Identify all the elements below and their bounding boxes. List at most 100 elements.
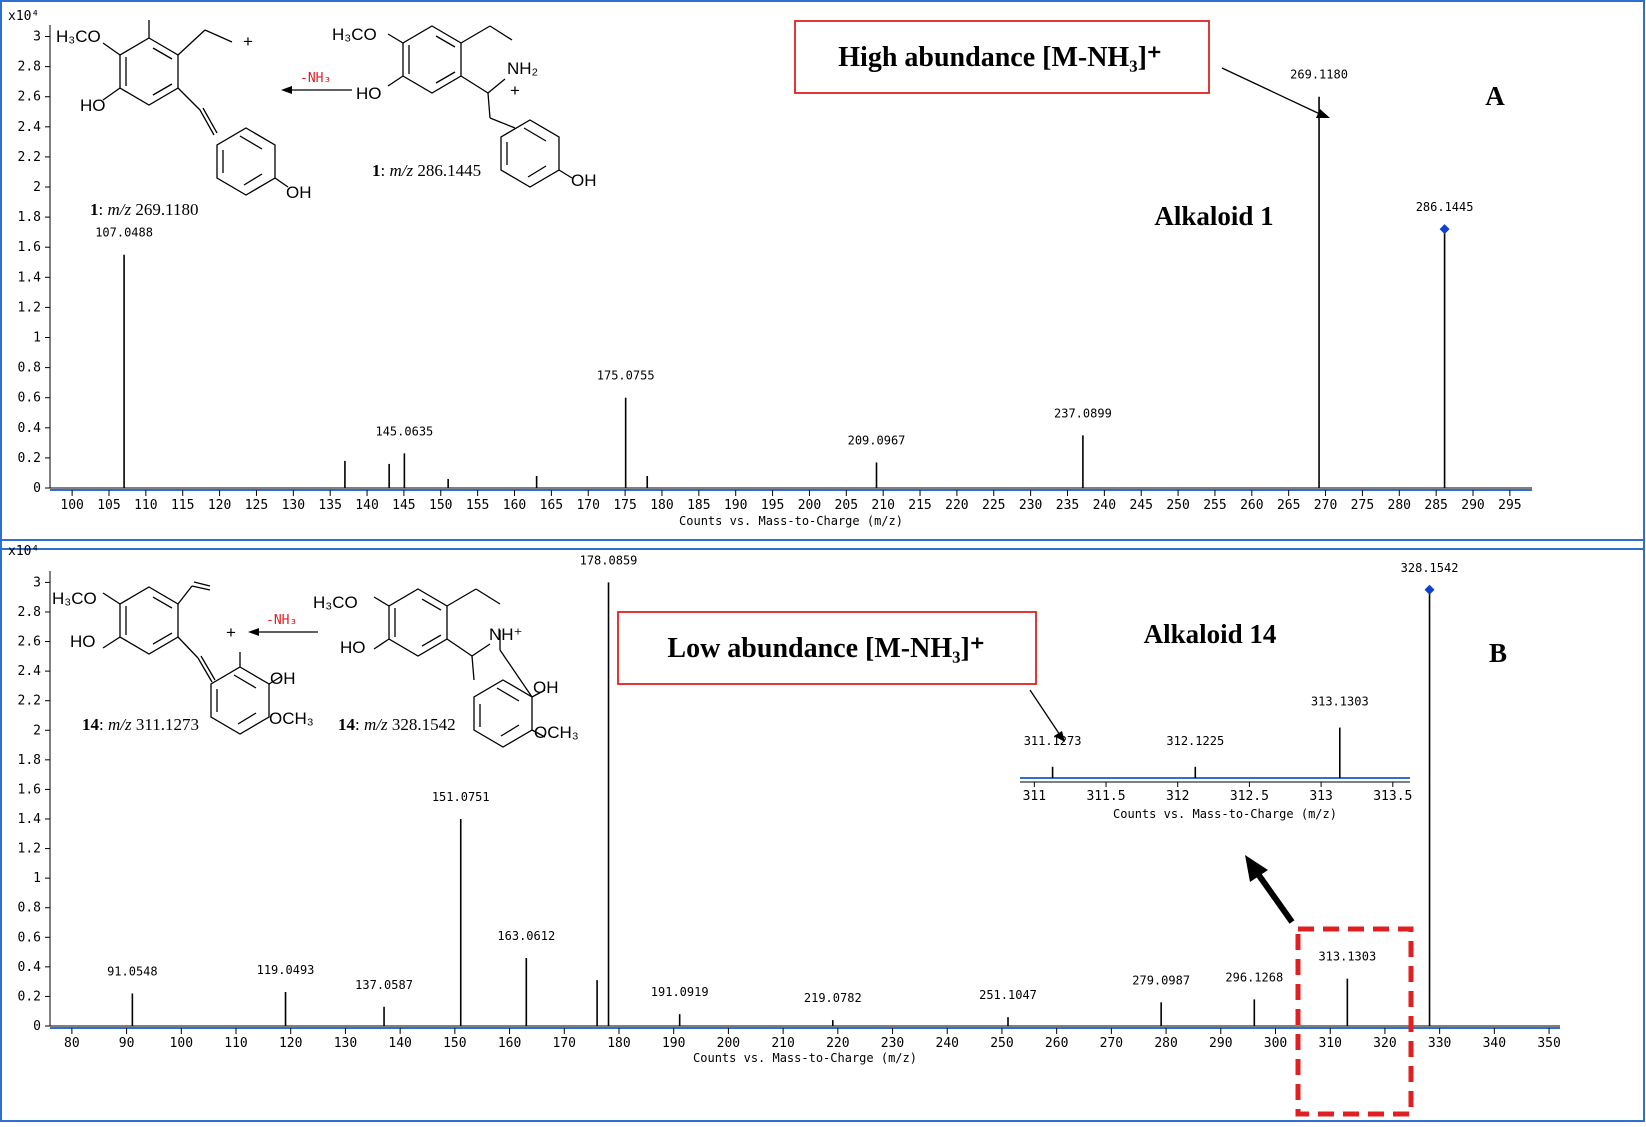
peak-label: 237.0899: [1054, 406, 1112, 420]
x-tick-label: 190: [662, 1036, 685, 1051]
x-tick-label: 100: [60, 498, 83, 513]
y-tick-label: 2.2: [18, 694, 41, 709]
x-tick-label: 80: [64, 1036, 80, 1051]
loss-arrowhead-b: [248, 628, 259, 636]
x-tick-label: 225: [982, 498, 1005, 513]
molecule-b-precursor-nh: NH⁺: [489, 625, 523, 644]
loss-label-b: -NH₃: [266, 613, 297, 628]
x-tick-label: 120: [208, 498, 231, 513]
x-tick-label: 260: [1240, 498, 1263, 513]
y-tick-label: 0.2: [18, 989, 41, 1004]
x-tick-label: 160: [498, 1036, 521, 1051]
x-tick-label: 255: [1203, 498, 1226, 513]
x-tick-label: 240: [936, 1036, 959, 1051]
loss-arrowhead-a: [281, 86, 292, 94]
x-tick-label: 110: [134, 498, 157, 513]
x-tick-label: 195: [761, 498, 784, 513]
inset-x-axis-title: Counts vs. Mass-to-Charge (m/z): [1113, 807, 1337, 821]
x-tick-label: 150: [429, 498, 452, 513]
y-tick-label: 1: [33, 331, 41, 346]
inset-peak-label: 311.1273: [1024, 734, 1082, 748]
x-tick-label: 265: [1277, 498, 1300, 513]
molecule-a-fragment-ho: HO: [80, 96, 106, 115]
peak-label: 191.0919: [651, 985, 709, 999]
x-tick-label: 115: [171, 498, 194, 513]
peak-label: 251.1047: [979, 988, 1037, 1002]
x-tick-label: 140: [355, 498, 378, 513]
molecule-a-fragment-charge: +: [243, 32, 253, 51]
x-tick-label: 110: [224, 1036, 247, 1051]
y-multiplier: x10⁴: [8, 544, 39, 559]
peak-label: 119.0493: [257, 963, 315, 977]
y-tick-label: 1.4: [18, 270, 42, 285]
molecule-b-precursor-h3co: H₃CO: [313, 593, 358, 612]
inset-peak-label: 312.1225: [1166, 734, 1224, 748]
x-tick-label: 285: [1424, 498, 1447, 513]
x-tick-label: 120: [279, 1036, 302, 1051]
molecule-b-precursor-ho: HO: [340, 638, 366, 657]
x-tick-label: 275: [1351, 498, 1374, 513]
annotation-text-a: High abundance [M-NH₃]⁺: [838, 42, 1161, 73]
panel-a: x10⁴00.20.40.60.811.21.41.61.822.22.42.6…: [0, 0, 1645, 550]
panel-a-frame: [0, 0, 1645, 550]
y-tick-label: 2.2: [18, 150, 41, 165]
y-tick-label: 1.8: [18, 753, 41, 768]
x-tick-label: 130: [282, 498, 305, 513]
x-tick-label: 190: [724, 498, 747, 513]
x-tick-label: 130: [334, 1036, 357, 1051]
y-tick-label: 0.8: [18, 901, 41, 916]
y-tick-label: 2: [33, 723, 41, 738]
x-tick-label: 175: [613, 498, 636, 513]
x-tick-label: 105: [97, 498, 120, 513]
panel-letter-a: A: [1485, 81, 1505, 111]
molecule-b-fragment-charge: +: [226, 623, 236, 642]
x-tick-label: 245: [1129, 498, 1152, 513]
x-tick-label: 330: [1428, 1036, 1451, 1051]
annotation-text-b: Low abundance [M-NH₃]⁺: [667, 633, 984, 664]
loss-label-a: -NH₃: [300, 71, 331, 86]
peak-label: 219.0782: [804, 991, 862, 1005]
x-tick-label: 280: [1154, 1036, 1177, 1051]
molecule-a-precursor-h3co: H₃CO: [332, 25, 377, 44]
peak-label: 209.0967: [848, 433, 906, 447]
y-tick-label: 2.6: [18, 90, 41, 105]
peak-label: 175.0755: [597, 369, 655, 383]
y-tick-label: 2.4: [18, 120, 42, 135]
x-tick-label: 320: [1373, 1036, 1396, 1051]
y-tick-label: 3: [33, 575, 41, 590]
y-tick-label: 0.6: [18, 930, 41, 945]
x-tick-label: 90: [119, 1036, 135, 1051]
inset-x-tick-label: 312: [1166, 789, 1189, 804]
x-tick-label: 270: [1314, 498, 1337, 513]
x-tick-label: 165: [540, 498, 563, 513]
panel-letter-b: B: [1489, 638, 1507, 668]
x-axis-title: Counts vs. Mass-to-Charge (m/z): [693, 1051, 917, 1065]
zoom-region-box: [1295, 926, 1414, 1117]
annotation-arrow-a: [1221, 67, 1323, 116]
molecule-b-fragment: [102, 581, 283, 735]
annotation-arrow-b: [1029, 689, 1061, 736]
molecule-a-precursor-nh2: NH₂: [507, 59, 538, 78]
y-tick-label: 0.4: [18, 421, 42, 436]
peak-label: 328.1542: [1401, 561, 1459, 575]
y-tick-label: 0: [33, 1019, 41, 1034]
molecule-a-fragment-oh: OH: [286, 183, 312, 202]
peak-label: 145.0635: [375, 424, 433, 438]
x-tick-label: 290: [1209, 1036, 1232, 1051]
y-multiplier: x10⁴: [8, 9, 39, 24]
compound-label-a: Alkaloid 1: [1154, 201, 1273, 231]
x-tick-label: 210: [771, 1036, 794, 1051]
x-tick-label: 170: [553, 1036, 576, 1051]
x-tick-label: 135: [318, 498, 341, 513]
y-tick-label: 1.6: [18, 240, 41, 255]
x-tick-label: 140: [388, 1036, 411, 1051]
x-tick-label: 280: [1388, 498, 1411, 513]
molecule-a-fragment: [102, 20, 289, 196]
peak-label: 163.0612: [497, 929, 555, 943]
y-tick-label: 1.8: [18, 210, 41, 225]
molecule-b-fragment-h3co: H₃CO: [52, 589, 97, 608]
y-tick-label: 1.2: [18, 842, 41, 857]
peak-label: 296.1268: [1225, 970, 1283, 984]
molecule-b-precursor-och3: OCH₃: [534, 723, 579, 742]
